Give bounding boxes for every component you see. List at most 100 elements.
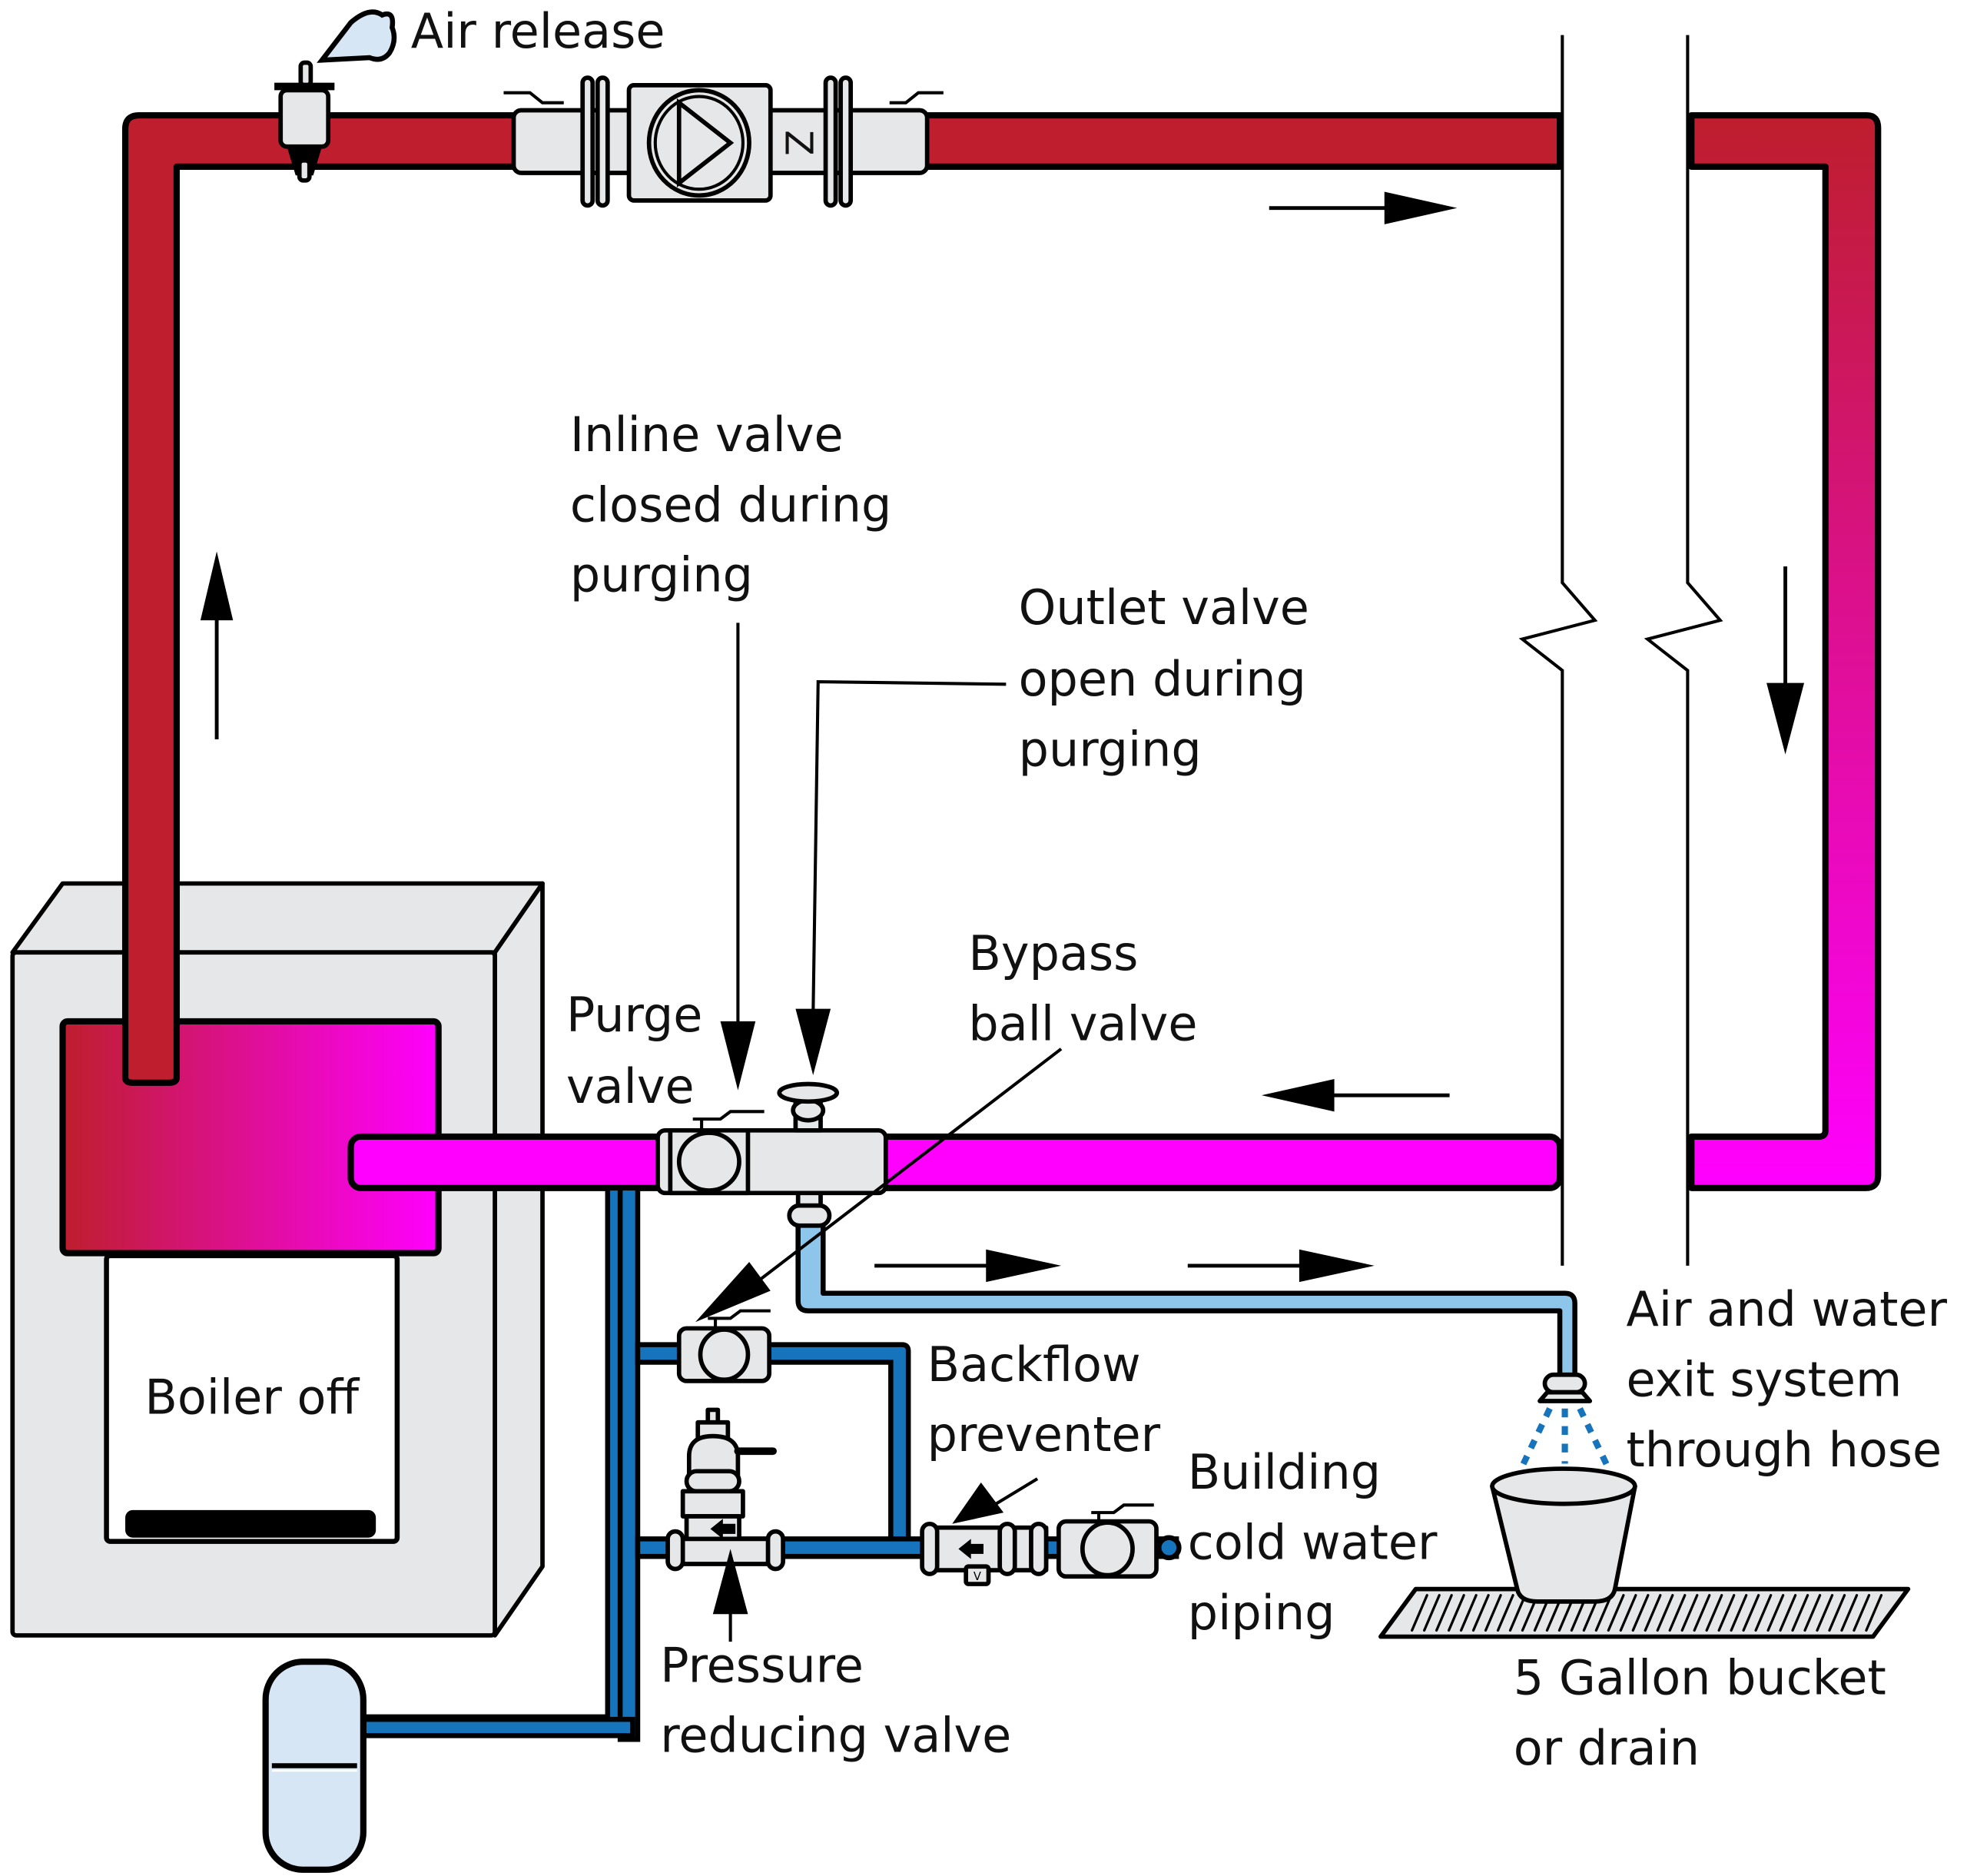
drain-slot — [1594, 1594, 1613, 1632]
bucket-drain-label: 5 Gallon bucket or drain — [1514, 1650, 1902, 1776]
label-line: ball valve — [968, 995, 1197, 1051]
pump-isolation-valve-handle-left[interactable] — [503, 91, 564, 105]
arrow-down-icon — [1766, 566, 1805, 755]
drain-slot — [1705, 1594, 1723, 1632]
pump-check-symbol: Z — [776, 130, 820, 156]
boiler-panel — [104, 1253, 400, 1544]
drain-slot — [1730, 1594, 1748, 1632]
arrow-right-icon — [1187, 1249, 1375, 1283]
prv-leader — [712, 1549, 748, 1642]
expansion-tank — [262, 1659, 367, 1873]
arrow-right-icon — [874, 1249, 1062, 1283]
label-line: Building — [1188, 1444, 1381, 1500]
drain-slot — [1508, 1594, 1527, 1632]
drain-slot — [1828, 1594, 1846, 1632]
outlet-valve-leader — [795, 679, 1007, 1076]
bypass-valve-handle[interactable] — [708, 1309, 771, 1329]
label-line: Purge — [566, 987, 702, 1043]
drain-slot — [1717, 1594, 1736, 1632]
air-water-exit-label: Air and water exit system through hose — [1626, 1281, 1962, 1478]
label-line: Outlet valve — [1019, 579, 1309, 636]
label-line: through hose — [1626, 1422, 1942, 1478]
inline-valve-handle[interactable] — [692, 1110, 765, 1131]
drain-slot — [1435, 1594, 1453, 1632]
label-line: purging — [1019, 721, 1202, 777]
drain-slot — [1840, 1594, 1859, 1632]
drain-slot — [1779, 1594, 1797, 1632]
pump-direction-icon — [676, 98, 735, 188]
drain-slot — [1865, 1594, 1883, 1632]
label-line: valve — [566, 1058, 695, 1114]
label-line: 5 Gallon bucket — [1514, 1650, 1886, 1706]
floor-drain — [1378, 1586, 1911, 1639]
label-line: Inline valve — [570, 407, 844, 463]
circulator-pump: Z — [503, 75, 944, 208]
backflow-leader — [952, 1477, 1039, 1524]
bypass-ball-valve-label: Bypass ball valve — [968, 925, 1197, 1051]
backflow-preventer-label: Backflow preventer — [927, 1336, 1161, 1463]
drain-slot — [1791, 1594, 1809, 1632]
outlet-valve-label: Outlet valve open during purging — [1019, 579, 1325, 777]
hose-nozzle — [1542, 1372, 1587, 1395]
boiler-top-face — [10, 881, 545, 955]
outlet-valve-handwheel[interactable] — [777, 1081, 840, 1104]
pressure-reducing-valve — [665, 1407, 785, 1572]
bypass-valve-leader — [695, 1048, 1063, 1323]
purge-valve-label: Purge valve — [566, 987, 718, 1114]
water-spray-icon — [1519, 1407, 1610, 1468]
shutoff-valve-handle[interactable] — [1091, 1503, 1154, 1522]
drain-slot — [1668, 1594, 1687, 1632]
label-line: open during — [1019, 651, 1306, 707]
label-line: piping — [1188, 1585, 1335, 1641]
arrow-left-icon — [1261, 1078, 1450, 1112]
callout-leaders — [695, 623, 1063, 1642]
backflow-test-port — [964, 1564, 991, 1586]
pump-isolation-valve-handle-right[interactable] — [889, 91, 944, 105]
drain-slot — [1631, 1594, 1650, 1632]
drain-slot — [1816, 1594, 1834, 1632]
pipe-break-lines — [1518, 35, 1723, 1266]
drain-slot — [1619, 1594, 1637, 1632]
drain-slot — [1423, 1594, 1441, 1632]
drain-slot — [1656, 1594, 1674, 1632]
label-line: reducing valve — [660, 1708, 1011, 1764]
drain-slot — [1447, 1594, 1465, 1632]
air-release-label: Air release — [411, 3, 665, 59]
building-cold-water-label: Building cold water piping — [1188, 1444, 1452, 1641]
boiler-burner-slot — [125, 1509, 376, 1538]
arrow-up-icon — [200, 551, 234, 740]
labels: Inline valve closed during purging Outle… — [566, 407, 1962, 1776]
air-vent-body — [278, 88, 331, 149]
drain-slot — [1693, 1594, 1711, 1632]
label-line: Pressure — [660, 1637, 864, 1693]
boiler-side-face — [493, 881, 545, 1638]
pressure-reducing-valve-label: Pressure reducing valve — [660, 1637, 1011, 1763]
label-line: preventer — [927, 1406, 1161, 1463]
label-line: Air and water — [1626, 1281, 1947, 1337]
purge-valve-assembly — [655, 1081, 888, 1228]
boiler-status-label: Boiler off — [144, 1369, 360, 1425]
cold-water-shutoff-valve[interactable] — [1056, 1503, 1159, 1579]
drain-slot — [1607, 1594, 1625, 1632]
prv-flow-arrow-icon — [710, 1519, 736, 1539]
drain-slot — [1766, 1594, 1785, 1632]
drain-slot — [1644, 1594, 1662, 1632]
test-port-symbol: V — [974, 1570, 981, 1583]
label-line: closed during — [570, 476, 891, 533]
drain-slot — [1754, 1594, 1773, 1632]
label-line: Backflow — [927, 1336, 1141, 1393]
drain-slot — [1484, 1594, 1502, 1632]
drain-slot — [1411, 1594, 1428, 1632]
drain-slot — [1742, 1594, 1760, 1632]
air-vent-cap — [298, 60, 313, 88]
return-pipe — [347, 1133, 1564, 1191]
bypass-ball-valve[interactable] — [676, 1309, 772, 1383]
arrow-right-icon — [1269, 191, 1458, 224]
drain-hose — [795, 1219, 1610, 1468]
bucket — [1490, 1466, 1637, 1604]
boiler: Boiler off — [10, 881, 545, 1638]
flow-arrows — [200, 191, 1805, 1283]
label-line: purging — [570, 547, 753, 603]
supply-pipe — [121, 111, 1564, 1086]
